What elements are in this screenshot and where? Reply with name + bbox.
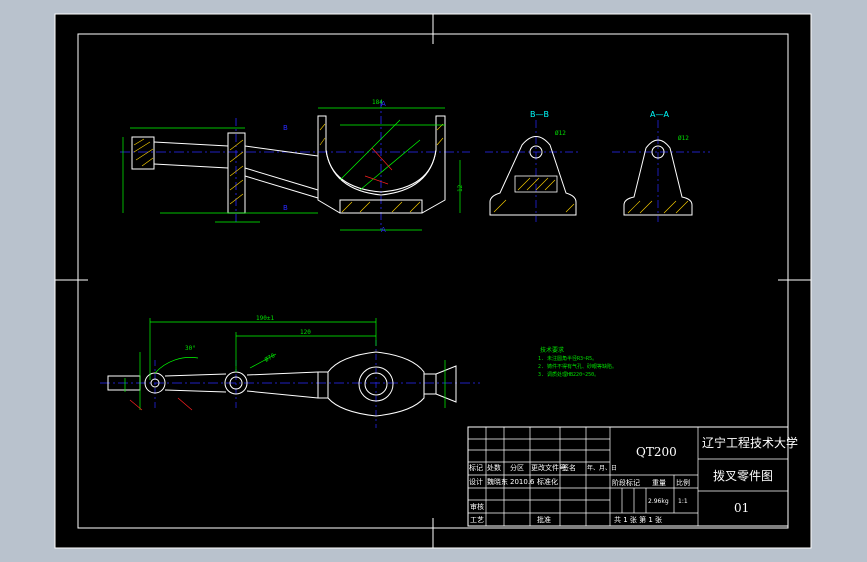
section-aa-outline [623, 139, 693, 216]
section-bb-outline [489, 136, 577, 216]
tb-design-name: 魏晓东 [487, 477, 508, 486]
top-view-dimensions [124, 318, 446, 410]
section-mark-b-front: B B [283, 124, 288, 212]
front-view-hatch [133, 123, 444, 213]
title-block: 标记 处数 分区 更改文件号 签名 年、月、日 设计 魏晓东 2010.6 标准… [467, 426, 798, 527]
section-bb-view: B—B Ø12 [485, 110, 580, 222]
section-letter-b-bottom: B [283, 204, 288, 212]
front-view: 184 12 A A B B [120, 99, 470, 234]
tb-scale: 1:1 [678, 498, 688, 505]
front-view-dimensions [122, 107, 461, 231]
section-letter-a: A [381, 226, 386, 234]
tb-weight-label: 重量 [652, 479, 666, 487]
tb-scale-label: 比例 [676, 478, 690, 487]
top-view-leaders [129, 397, 193, 411]
sheet-center-marks [55, 14, 811, 548]
tb-material: QT200 [636, 445, 677, 459]
section-aa-view: A—A Ø12 [612, 110, 710, 222]
dim-center-distance: 120 [300, 329, 311, 336]
tb-design: 设计 [469, 477, 483, 486]
front-view-leaders [364, 147, 393, 185]
tb-weight: 2.96kg [648, 498, 669, 505]
top-view-outline [107, 351, 457, 417]
dim-bore-large: Ø70 [264, 352, 277, 364]
tb-hdr-docno: 更改文件号 [531, 463, 566, 472]
notes-line-1: 1. 未注圆角半径R3~R5。 [538, 355, 597, 362]
section-bb-label: B—B [530, 110, 549, 119]
tb-review: 审核 [470, 502, 484, 511]
section-aa-label: A—A [650, 110, 669, 119]
dim-top-width: 184 [372, 99, 383, 106]
tb-drawing-name: 拨叉零件图 [713, 469, 773, 483]
dim-side-height: 12 [457, 184, 464, 192]
tb-design-date: 2010.6 [510, 478, 535, 486]
technical-notes: 技术要求 1. 未注圆角半径R3~R5。 2. 铸件不得有气孔、砂眼等缺陷。 3… [538, 346, 617, 378]
tb-school: 辽宁工程技术大学 [702, 435, 798, 450]
section-bb-hatch [493, 177, 575, 213]
bb-dim-bore: Ø12 [555, 130, 566, 137]
tb-standardize: 标准化 [537, 477, 558, 486]
notes-line-2: 2. 铸件不得有气孔、砂眼等缺陷。 [538, 363, 617, 370]
tb-hdr-mark: 标记 [469, 463, 483, 472]
notes-line-3: 3. 调质处理HB220~250。 [538, 371, 599, 378]
tb-process: 工艺 [470, 516, 484, 524]
tb-sheets: 共 1 张 第 1 张 [614, 515, 662, 524]
top-view: 190±1 120 30° Ø70 [100, 315, 480, 428]
tb-stage-mark: 阶段标记 [612, 478, 640, 487]
drawing-sheet [54, 13, 812, 549]
section-aa-hatch [627, 200, 689, 214]
section-letter-a-top: A [381, 100, 386, 108]
tb-approve: 批准 [537, 515, 551, 524]
notes-title: 技术要求 [540, 346, 564, 354]
tb-hdr-date: 年、月、日 [587, 464, 617, 472]
aa-dim-bore: Ø12 [678, 135, 689, 142]
section-letter-b: B [283, 124, 288, 132]
dim-overall-length: 190±1 [256, 315, 274, 322]
tb-hdr-sign: 签名 [562, 463, 576, 472]
dim-angle: 30° [185, 345, 196, 352]
tb-hdr-count: 处数 [487, 463, 501, 472]
tb-hdr-zone: 分区 [510, 463, 524, 472]
section-mark-a-front: A A [381, 100, 386, 234]
tb-drawing-no: 01 [734, 501, 749, 515]
